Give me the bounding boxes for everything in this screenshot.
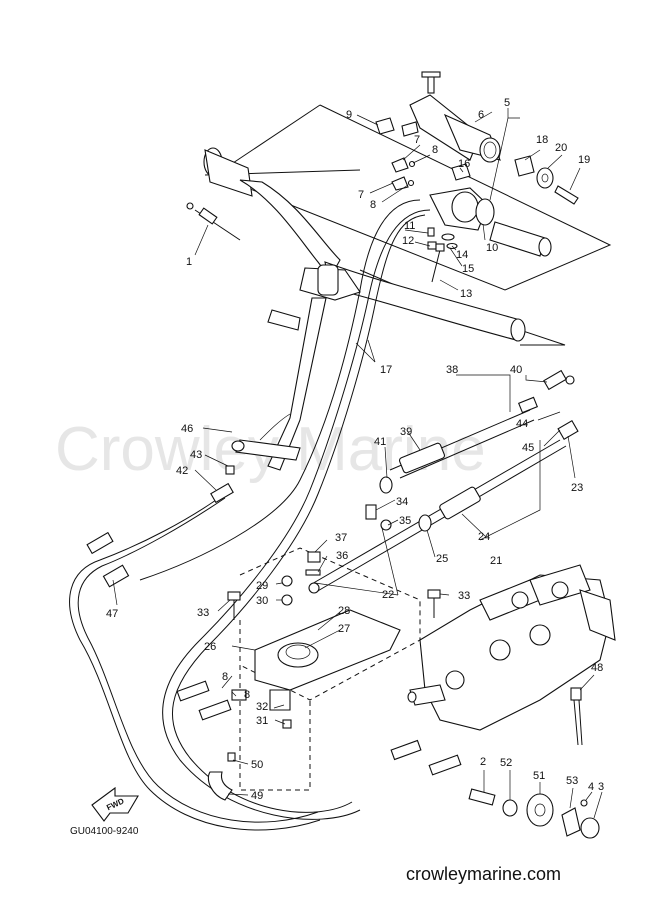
- drawing-code: GU04100-9240: [70, 826, 139, 837]
- lever-bracket: [239, 504, 421, 791]
- callout-23: 23: [571, 482, 583, 494]
- throttle-grip-set: [375, 71, 501, 163]
- small-hardware: [391, 157, 471, 283]
- throttle-housing: [429, 187, 552, 257]
- callout-44: 44: [516, 418, 528, 430]
- callout-1: 1: [186, 256, 192, 268]
- callout-28: 28: [338, 605, 350, 617]
- callout-numbers: 1 2 3 4 5 6 7 7 8 8 8 8 9 10 11 12 13 14…: [106, 97, 604, 802]
- callout-37: 37: [335, 532, 347, 544]
- callout-7b: 7: [358, 189, 364, 201]
- bracket-cable-ends: [176, 680, 247, 721]
- callout-8c: 8: [222, 671, 228, 683]
- callout-8a: 8: [432, 144, 438, 156]
- callout-47: 47: [106, 608, 118, 620]
- callout-8d: 8: [244, 689, 250, 701]
- callout-4: 4: [588, 781, 594, 793]
- callout-35: 35: [399, 515, 411, 527]
- callout-41: 41: [374, 436, 386, 448]
- callout-25: 25: [436, 553, 448, 565]
- callout-33a: 33: [197, 607, 209, 619]
- callout-51: 51: [533, 770, 545, 782]
- callout-13: 13: [460, 288, 472, 300]
- callout-18: 18: [536, 134, 548, 146]
- callout-36: 36: [336, 550, 348, 562]
- callout-45: 45: [522, 442, 534, 454]
- callout-7a: 7: [414, 134, 420, 146]
- callout-24: 24: [478, 531, 490, 543]
- handlebar: [203, 147, 526, 471]
- callout-26: 26: [204, 641, 216, 653]
- callout-33b: 33: [458, 590, 470, 602]
- callout-15: 15: [462, 263, 474, 275]
- callout-42: 42: [176, 465, 188, 477]
- callout-21: 21: [490, 555, 502, 567]
- tie-strap: [570, 687, 583, 746]
- carburetor-assembly: [407, 564, 616, 731]
- callout-3: 3: [598, 781, 604, 793]
- callout-27: 27: [338, 623, 350, 635]
- long-cables: [309, 369, 579, 593]
- callout-30: 30: [256, 595, 268, 607]
- lower-cable-fittings: [390, 739, 496, 806]
- callout-11: 11: [404, 220, 415, 232]
- callout-2: 2: [480, 756, 486, 768]
- callout-10: 10: [486, 242, 498, 254]
- callout-50: 50: [251, 759, 263, 771]
- callout-12: 12: [402, 235, 414, 247]
- callout-22: 22: [382, 589, 394, 601]
- callout-9: 9: [346, 109, 352, 121]
- callout-8b: 8: [370, 199, 376, 211]
- callout-38: 38: [446, 364, 458, 376]
- callout-40: 40: [510, 364, 522, 376]
- callout-46: 46: [181, 423, 193, 435]
- website-url: crowleymarine.com: [406, 864, 561, 884]
- misc-small-parts: [207, 752, 600, 839]
- callout-14: 14: [456, 249, 468, 261]
- callout-16: 16: [458, 158, 470, 170]
- callout-39: 39: [400, 426, 412, 438]
- throttle-cap-parts: [514, 155, 579, 205]
- callout-49: 49: [251, 790, 263, 802]
- callout-52: 52: [500, 757, 512, 769]
- leader-lines: [112, 108, 603, 819]
- callout-19: 19: [578, 154, 590, 166]
- callout-6: 6: [478, 109, 484, 121]
- callout-48: 48: [591, 662, 603, 674]
- fwd-arrow: FWD: [91, 786, 139, 822]
- callout-31: 31: [256, 715, 268, 727]
- callout-17: 17: [380, 364, 392, 376]
- callout-20: 20: [555, 142, 567, 154]
- callout-43: 43: [190, 449, 202, 461]
- callout-29: 29: [256, 580, 268, 592]
- callout-5: 5: [504, 97, 510, 109]
- callout-53: 53: [566, 775, 578, 787]
- callout-32: 32: [256, 701, 268, 713]
- callout-34: 34: [396, 496, 408, 508]
